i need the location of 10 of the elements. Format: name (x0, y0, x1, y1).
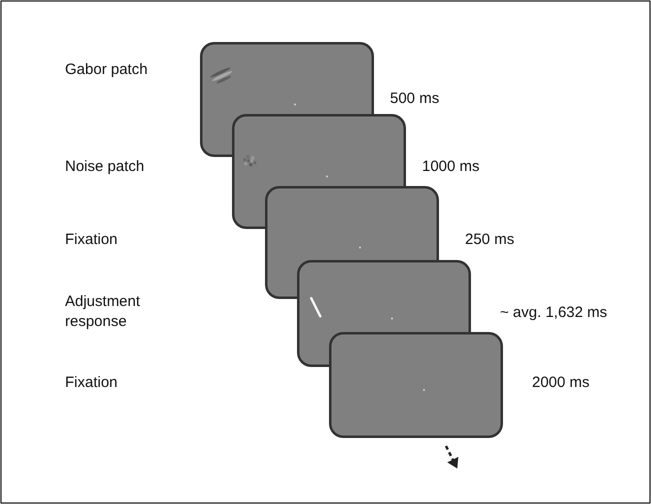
event-label: Gabor patch (65, 60, 149, 80)
duration-label: 500 ms (390, 89, 440, 109)
event-label: Adjustment response (65, 292, 142, 332)
event-label: Fixation (65, 230, 119, 250)
event-label: Fixation (65, 373, 119, 393)
duration-label: 250 ms (465, 230, 514, 250)
event-label: Noise patch (65, 157, 146, 177)
duration-label: 2000 ms (532, 373, 590, 393)
duration-label: ~ avg. 1,632 ms (500, 303, 608, 323)
duration-label: 1000 ms (422, 157, 480, 177)
